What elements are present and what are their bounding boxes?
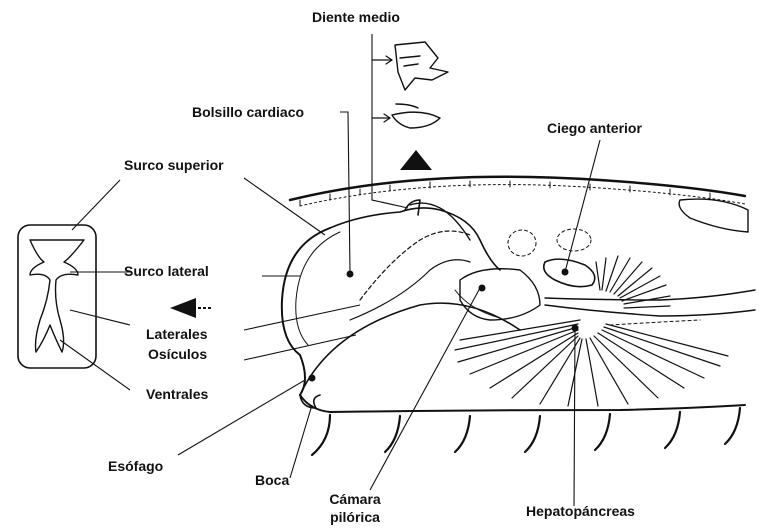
label-ventrales: Ventrales [146,386,208,403]
label-camara-line2: pilórica [312,509,398,526]
label-bolsillo-cardiaco: Bolsillo cardiaco [192,104,304,121]
carapace-outline [290,177,745,200]
inset-cross-section [18,225,96,368]
left-arrow-icon [170,298,196,318]
label-ciego-anterior: Ciego anterior [547,120,642,137]
anterior-caecum [544,259,595,287]
label-diente-medio: Diente medio [312,9,400,26]
up-arrow-icon [400,150,432,170]
label-boca: Boca [255,472,289,489]
lateral-tooth-sketch [392,104,440,128]
label-camara-line1: Cámara [312,491,398,508]
pyloric-chamber-outline [460,269,540,320]
legs [312,408,740,455]
cardiac-chamber-outline [282,228,330,395]
label-surco-superior: Surco superior [124,157,224,174]
label-hepatopancreas: Hepatopáncreas [526,503,635,520]
label-esofago: Esófago [108,458,163,475]
label-surco-lateral: Surco lateral [124,263,209,280]
label-laterales: Laterales [146,326,207,343]
label-osiculos: Osículos [148,346,207,363]
hepatopancreas-fan [455,320,728,406]
median-tooth-sketch [395,42,448,90]
